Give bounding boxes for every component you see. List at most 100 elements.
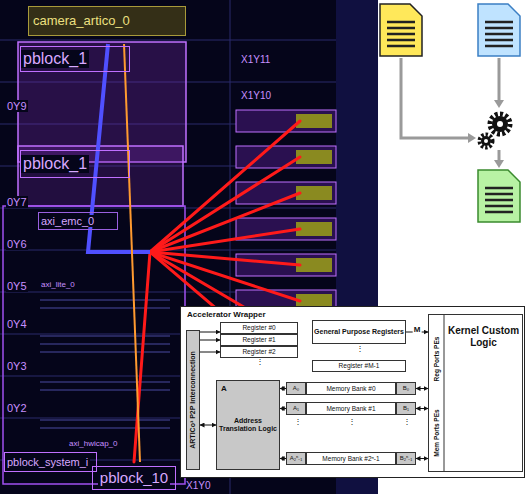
node-text: Accelerator Wrapper: [187, 310, 266, 319]
node-text: Memory Bank #2ⁿ-1: [322, 455, 379, 462]
region-label: 0Y6: [6, 238, 28, 250]
stripe: [40, 300, 170, 301]
stripe: [40, 420, 170, 421]
node-text: Memory Bank #0: [326, 385, 375, 392]
address-port: A₂ⁿ₋₁: [286, 452, 306, 465]
doc-line: [485, 39, 513, 42]
arrow-head: [468, 133, 476, 143]
address-translation-box: A Address Translation Logic: [216, 380, 280, 470]
document-icon: [478, 170, 520, 222]
bus-width-label: M: [413, 326, 422, 335]
slot: [236, 110, 336, 132]
document-lines: [387, 22, 415, 46]
doc-line: [387, 45, 415, 48]
connector: [200, 425, 216, 426]
node-text: pblock_1: [21, 50, 89, 68]
node-text: Address Translation Logic: [217, 417, 279, 433]
node-text: Register #1: [242, 336, 275, 343]
node-text: Register #2: [242, 348, 275, 355]
doc-line: [387, 39, 415, 42]
region-label: 0Y5: [6, 280, 28, 292]
route-line: [150, 193, 300, 252]
ip-block: camera_artico_0: [28, 6, 186, 36]
document-icon: [478, 4, 520, 56]
document-lines: [485, 22, 513, 46]
wrapper-box: Accelerator WrapperARTICo³ P2P Interconn…: [180, 306, 525, 478]
node-text: camera_artico_0: [29, 14, 130, 29]
address-port: A₁: [286, 402, 306, 415]
gear-teeth: [490, 114, 510, 134]
memory-bank: Memory Bank #0: [306, 382, 396, 395]
node-text: A₂ⁿ₋₁: [290, 455, 303, 462]
pblock: pblock_1: [20, 46, 130, 72]
node-text: ARTICo³ P2P Interconnection: [189, 351, 197, 449]
pe-port-divider: [444, 315, 445, 471]
doc-line: [485, 205, 513, 208]
node-text: A: [221, 384, 227, 393]
doc-line: [485, 33, 513, 36]
gear-hole: [484, 139, 488, 143]
ip-block: axi_emc_0: [38, 212, 118, 230]
doc-line: [387, 33, 415, 36]
orange-route: [124, 44, 140, 462]
ellipsis-mark: ⋮: [348, 418, 356, 427]
node-text: pblock_system_i: [5, 456, 90, 469]
node-text: pblock_1: [21, 155, 89, 173]
document-icon: [380, 4, 422, 56]
bank-port: B₀: [396, 382, 416, 395]
route-line: [150, 157, 300, 252]
region-label: 0Y3: [6, 360, 28, 372]
stripe: [40, 344, 170, 345]
blue-route: [88, 44, 150, 252]
node-text: A₀: [293, 385, 300, 392]
region-label: X1Y0: [186, 480, 210, 491]
bank-port: B₂ⁿ₋₁: [396, 452, 416, 465]
flow-arrow: [498, 58, 501, 100]
node-text: B₂ⁿ₋₁: [400, 455, 413, 462]
node-text: B₀: [403, 385, 410, 392]
region-label: 0Y2: [6, 402, 28, 414]
route-line: [150, 121, 300, 252]
pblock: pblock_system_i: [4, 452, 97, 472]
doc-line: [485, 199, 513, 202]
node-text: A₁: [293, 405, 299, 412]
arrow-head: [494, 100, 504, 108]
address-port: A₀: [286, 382, 306, 395]
node-text: Register #0: [242, 324, 275, 331]
region-label: 0Y4: [6, 318, 28, 330]
node-text: Mem Ports PEs: [433, 409, 440, 456]
flow-arrow: [498, 150, 501, 160]
ellipsis-mark: ⋮: [356, 345, 364, 354]
stripe: [40, 382, 170, 383]
document-lines: [485, 188, 513, 212]
region-label: 0Y9: [6, 100, 28, 112]
stripe: [40, 390, 170, 391]
doc-line: [485, 193, 513, 196]
doc-line: [485, 45, 513, 48]
wrapper-ground: [180, 306, 526, 478]
ellipsis-mark: ⋮: [403, 418, 411, 427]
connector: [200, 340, 220, 341]
ellipsis-mark: ⋮: [294, 418, 302, 427]
region-label: 0Y7: [6, 196, 28, 208]
connector: [416, 408, 428, 409]
gear-hole: [497, 121, 503, 127]
grid-line: [0, 40, 378, 41]
memory-bank: Memory Bank #2ⁿ-1: [306, 452, 396, 465]
node-text: Reg Ports PEs: [433, 337, 440, 382]
pblock: pblock_10: [92, 466, 176, 490]
register-file-box: General Purpose Registers: [312, 320, 406, 344]
register-box: Register #1: [220, 334, 298, 346]
route-line: [150, 229, 300, 252]
bank-port: B₁: [396, 402, 416, 415]
connector: [200, 352, 220, 353]
doc-line: [485, 211, 513, 214]
pblock-region: [18, 146, 183, 206]
grid-line: [0, 208, 378, 209]
slot: [236, 182, 336, 204]
flow-arrow: [401, 58, 468, 138]
grid-line: [0, 250, 378, 251]
doc-line: [485, 21, 513, 24]
node-text: Register #M-1: [339, 362, 380, 369]
